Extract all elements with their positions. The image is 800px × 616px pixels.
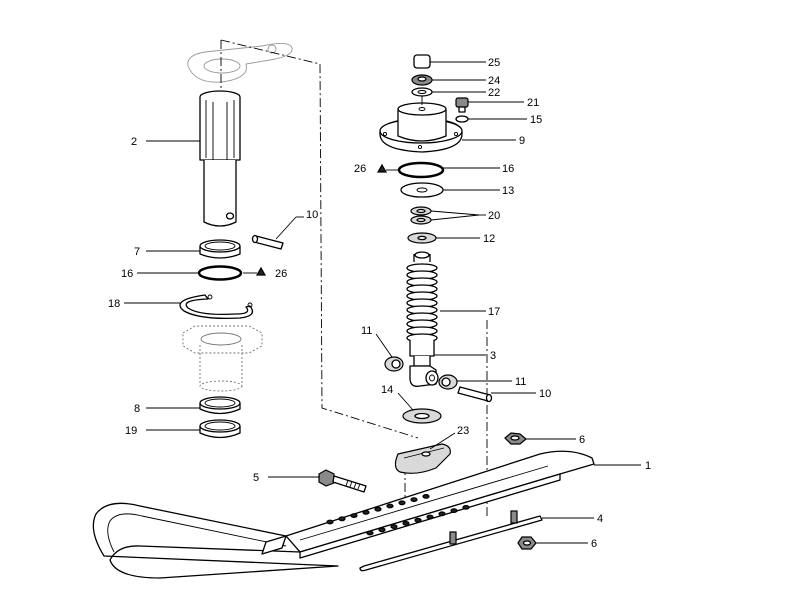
callout-21: 21 [527, 97, 539, 109]
steering-arm-plate [187, 43, 293, 83]
callout-25: 25 [488, 57, 500, 69]
cap-part [413, 54, 431, 69]
washer-part-15 [455, 115, 469, 123]
washer-part-14 [402, 408, 442, 424]
ski-mounting-hole [414, 517, 422, 523]
seal-ring-part [199, 419, 241, 439]
nut-part-top [411, 74, 433, 86]
circlip-part [179, 294, 254, 319]
ski-mounting-hole [350, 513, 358, 518]
callout-17: 17 [488, 306, 500, 318]
spring-seat-part [400, 182, 444, 198]
leader-20b [430, 214, 480, 221]
ski-mounting-hole [438, 511, 446, 517]
leg-tube-part [199, 90, 241, 227]
callout-22: 22 [488, 87, 500, 99]
leader-10-upper [275, 216, 297, 240]
callout-10-upper: 10 [306, 209, 318, 221]
pin-part-upper [251, 234, 284, 250]
callout-16-left: 16 [121, 268, 133, 280]
washer-part-12 [407, 232, 437, 244]
runner-part [359, 510, 543, 572]
callout-7: 7 [134, 246, 140, 258]
callout-8: 8 [134, 403, 140, 415]
callout-6-lower: 6 [591, 538, 597, 550]
grease-icon-right [376, 163, 388, 173]
callout-13: 13 [502, 185, 514, 197]
o-ring-left [197, 265, 243, 281]
ski-mounting-hole [410, 497, 418, 503]
callout-5: 5 [253, 472, 259, 484]
shock-eyelet [409, 365, 439, 387]
assembly-line-left [220, 39, 419, 439]
leader-20a [430, 210, 480, 216]
frame-housing [182, 325, 263, 392]
ski-mounting-hole [450, 508, 458, 514]
bushing-part [199, 239, 241, 259]
ski-mounting-hole [422, 494, 430, 499]
ski-mounting-hole [326, 519, 334, 525]
callout-11-left: 11 [361, 325, 372, 337]
ski-part [92, 450, 595, 579]
shock-spring-part [406, 251, 438, 367]
leader-14 [397, 392, 414, 411]
leader-11-left [375, 333, 393, 358]
callout-20: 20 [488, 210, 500, 222]
callout-14: 14 [381, 384, 393, 396]
ski-mounting-hole [338, 516, 346, 522]
nut-part-lower [517, 536, 537, 550]
bushing-part-11-right [438, 374, 458, 390]
ski-mounting-hole [390, 524, 398, 529]
leader-23 [429, 432, 456, 450]
ski-mounting-hole [426, 514, 434, 520]
callout-16-right: 16 [502, 163, 514, 175]
callout-18: 18 [108, 298, 120, 310]
callout-12: 12 [483, 233, 495, 245]
washer-part-22 [411, 87, 433, 97]
callout-6-upper: 6 [579, 434, 585, 446]
shock-cap-housing [379, 102, 463, 153]
callout-2: 2 [131, 136, 137, 148]
callout-26-left: 26 [275, 268, 287, 280]
o-ring-right [397, 161, 445, 179]
bolt-part [318, 469, 367, 493]
screw-part [455, 97, 469, 113]
callout-15: 15 [530, 114, 542, 126]
pin-part-lower [457, 386, 493, 403]
washers-part-20 [410, 206, 432, 225]
grease-icon-left [255, 266, 267, 276]
ski-mounting-hole [366, 530, 374, 536]
ski-mounting-hole [386, 503, 394, 509]
wear-pad-part [394, 443, 451, 474]
ski-mounting-hole [374, 506, 382, 512]
callout-19: 19 [125, 425, 137, 437]
bushing-lower-part [199, 396, 241, 415]
ski-mounting-hole [462, 505, 470, 510]
callout-1: 1 [645, 460, 651, 472]
callout-9: 9 [519, 135, 525, 147]
callout-4: 4 [597, 513, 603, 525]
callout-10-lower: 10 [539, 388, 551, 400]
callout-11-right: 11 [515, 376, 526, 388]
bushing-part-11-left [384, 356, 404, 372]
ski-mounting-hole [362, 510, 370, 515]
ski-mounting-hole [402, 521, 410, 526]
ski-mounting-hole [378, 527, 386, 533]
callout-23: 23 [457, 425, 469, 437]
callout-3: 3 [490, 350, 496, 362]
callout-26-right: 26 [354, 163, 366, 175]
ski-mounting-hole [398, 500, 406, 506]
callout-24: 24 [488, 75, 500, 87]
nut-part-upper [504, 432, 527, 445]
